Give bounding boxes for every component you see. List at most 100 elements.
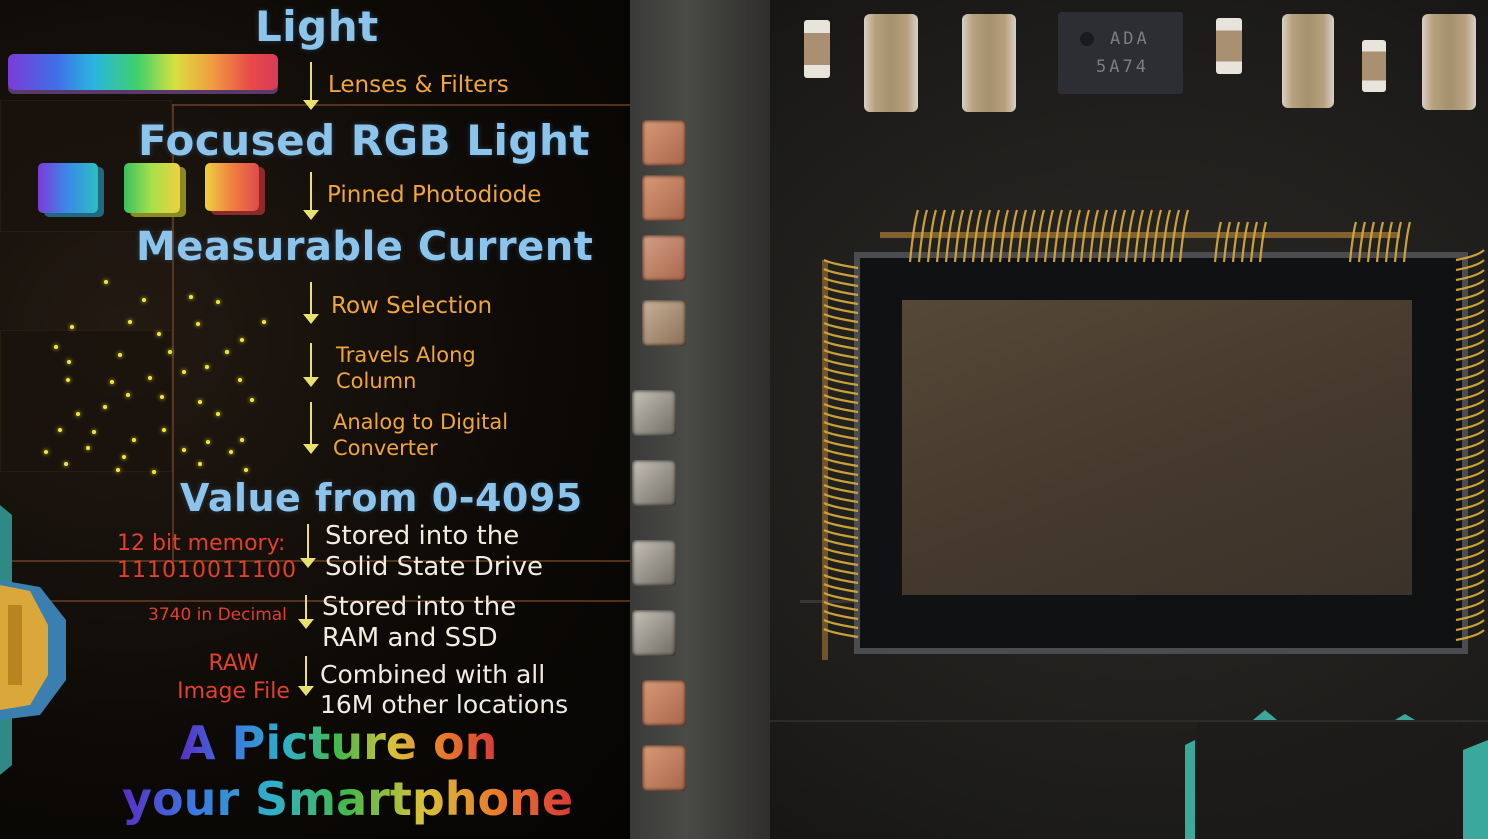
electron-dot	[64, 462, 68, 466]
bond-wire	[823, 277, 859, 288]
bond-wire	[823, 286, 859, 297]
bond-wire	[1052, 209, 1064, 263]
bond-wire	[962, 209, 974, 263]
bond-wire	[1455, 409, 1485, 422]
step-lenses-filters: Lenses & Filters	[328, 72, 509, 98]
electron-dot	[66, 378, 70, 382]
electron-dot	[216, 300, 220, 304]
copper-pad	[632, 540, 676, 586]
bond-wire	[1455, 469, 1485, 482]
electron-dot	[67, 360, 71, 364]
bond-wire	[1455, 619, 1485, 632]
bond-wire	[823, 376, 859, 387]
copper-pad	[632, 390, 676, 436]
bond-wire	[1169, 209, 1181, 263]
electron-dot	[238, 378, 242, 382]
bond-wire	[1455, 479, 1485, 492]
bond-wire	[944, 209, 956, 263]
bond-wire	[823, 304, 859, 315]
bond-wire	[1106, 209, 1118, 263]
bond-wire	[823, 367, 859, 378]
electron-dot	[162, 428, 166, 432]
bond-wires	[823, 209, 1485, 642]
step-adc-line-1: Analog to Digital	[333, 410, 509, 434]
bond-wire	[1142, 209, 1154, 263]
bond-wire	[823, 592, 859, 603]
electron-dot	[104, 280, 108, 284]
bond-wire	[1043, 209, 1055, 263]
background-frame-line	[172, 104, 174, 574]
bond-wire	[1088, 209, 1100, 263]
electron-dot	[116, 468, 120, 472]
memory-binary-value: 111010011100	[117, 558, 297, 583]
bond-wire	[1348, 221, 1358, 263]
bond-wire	[823, 466, 859, 477]
bond-wire	[823, 259, 859, 270]
electron-dot	[157, 332, 161, 336]
bond-wire	[1455, 269, 1485, 282]
step-travels-along-column: Travels Along Column	[336, 342, 476, 394]
bond-wire	[1455, 599, 1485, 612]
bond-wire	[823, 511, 859, 522]
process-diagram-panel: Light Focused RGB Light Measurable Curre…	[0, 0, 630, 839]
raw-label-line-2: Image File	[177, 679, 290, 704]
bond-wire	[1455, 299, 1485, 312]
final-result-line-2: your Smartphone	[122, 772, 574, 826]
step-analog-digital-converter: Analog to Digital Converter	[333, 409, 508, 461]
bond-wire	[1455, 339, 1485, 352]
electron-dot	[148, 376, 152, 380]
bond-wire	[1115, 209, 1127, 263]
electron-dot	[44, 450, 48, 454]
stored-ssd-line-2: Solid State Drive	[325, 552, 544, 582]
heading-light: Light	[255, 2, 379, 51]
bond-wire	[1258, 221, 1268, 263]
image-sensor-die	[902, 300, 1412, 595]
bond-wire	[1455, 589, 1485, 602]
heading-measurable-current: Measurable Current	[136, 224, 594, 270]
bond-wire	[935, 209, 947, 263]
bond-wire	[823, 457, 859, 468]
bond-wire	[1070, 209, 1082, 263]
stored-ssd-line-1: Stored into the	[325, 521, 520, 551]
bond-wire	[1455, 389, 1485, 402]
bond-pad-row	[880, 232, 1400, 238]
bond-wire	[1455, 329, 1485, 342]
bond-wire	[1007, 209, 1019, 263]
stored-ssd-text: Stored into the Solid State Drive	[325, 521, 543, 583]
bond-wire	[823, 475, 859, 486]
copper-pad	[632, 460, 676, 506]
prism-green	[124, 163, 180, 213]
decorative-edge-shape	[0, 505, 66, 775]
bond-wire	[953, 209, 965, 263]
bond-wire	[823, 385, 859, 396]
electron-dot	[70, 325, 74, 329]
electron-dot	[110, 380, 114, 384]
copper-pad	[642, 680, 686, 726]
electron-dot	[198, 462, 202, 466]
bond-wire	[1455, 369, 1485, 382]
heading-focused-rgb-light: Focused RGB Light	[138, 116, 590, 165]
smd-resistor	[1216, 18, 1242, 74]
bond-wire	[1384, 221, 1394, 263]
electron-dot	[58, 428, 62, 432]
bond-wire	[823, 493, 859, 504]
memory-label: 12 bit memory: 111010011100	[117, 530, 297, 584]
flow-arrow	[295, 595, 317, 629]
bond-wire	[1455, 529, 1485, 542]
chip-marking-line-1: ADA	[1110, 29, 1150, 49]
decorative-teal-shape	[1185, 710, 1488, 839]
copper-pad	[642, 175, 686, 221]
electron-dot	[168, 350, 172, 354]
bond-wire	[1240, 221, 1250, 263]
bond-wire	[1366, 221, 1376, 263]
prism-red	[205, 163, 259, 211]
bond-wire	[1455, 319, 1485, 332]
step-travels-line-2: Column	[336, 369, 417, 393]
electron-dot	[196, 322, 200, 326]
bond-wire	[1455, 379, 1485, 392]
bond-wire	[823, 412, 859, 423]
electron-dot	[225, 350, 229, 354]
bond-wire	[1222, 221, 1232, 263]
electron-dot	[205, 365, 209, 369]
bond-wire	[1402, 221, 1412, 263]
